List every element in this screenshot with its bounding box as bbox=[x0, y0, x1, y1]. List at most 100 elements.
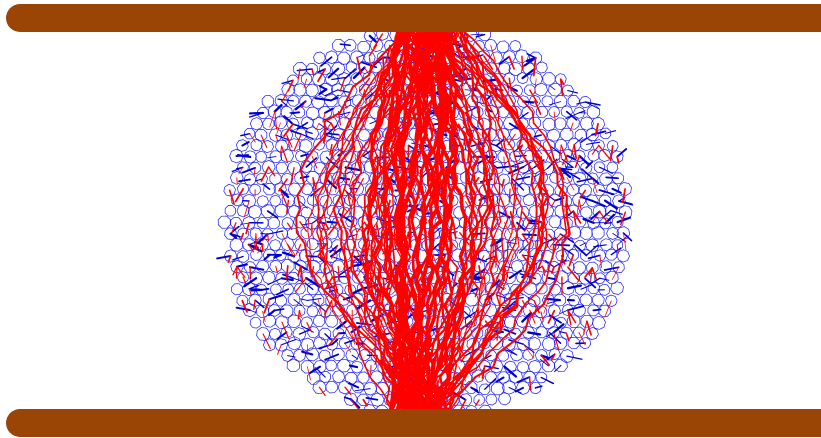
tensile-contact bbox=[255, 300, 264, 307]
tensile-contact bbox=[617, 149, 626, 157]
tensile-contact bbox=[290, 112, 299, 113]
force-chain-segment bbox=[617, 245, 618, 254]
particle bbox=[314, 52, 326, 64]
tensile-contact bbox=[352, 355, 358, 359]
force-chain-segment bbox=[312, 223, 313, 240]
particle bbox=[490, 337, 503, 350]
force-chain-segment bbox=[566, 333, 569, 341]
particle bbox=[250, 317, 261, 328]
tensile-contact bbox=[560, 310, 567, 313]
force-chain-segment bbox=[541, 312, 543, 321]
particle bbox=[599, 149, 611, 161]
particle bbox=[287, 359, 300, 372]
bottom-platen bbox=[6, 409, 821, 437]
tensile-contact bbox=[299, 330, 310, 335]
particle bbox=[326, 381, 338, 393]
particle bbox=[275, 204, 288, 217]
force-chain-segment bbox=[574, 145, 576, 159]
particle bbox=[485, 372, 496, 383]
force-chain-segment bbox=[496, 256, 497, 267]
tensile-contact bbox=[321, 57, 332, 66]
particle bbox=[549, 172, 561, 184]
tensile-contact bbox=[354, 289, 364, 293]
force-chain-segment bbox=[282, 234, 290, 250]
tensile-contact bbox=[268, 211, 278, 218]
tensile-contact bbox=[237, 264, 247, 266]
tensile-contact bbox=[471, 34, 483, 35]
tensile-contact bbox=[217, 256, 231, 258]
tensile-contact bbox=[319, 344, 332, 348]
particle bbox=[268, 217, 280, 229]
force-chain-segment bbox=[329, 223, 338, 235]
particle bbox=[580, 227, 593, 240]
particle bbox=[554, 118, 566, 130]
particle bbox=[586, 328, 598, 340]
tensile-contact bbox=[568, 306, 583, 310]
tensile-contact bbox=[329, 69, 339, 78]
particle bbox=[549, 216, 561, 228]
tensile-contact bbox=[265, 255, 270, 259]
force-chain-segment bbox=[451, 245, 452, 252]
tensile-contact bbox=[600, 278, 609, 280]
tensile-contact bbox=[325, 354, 338, 359]
tensile-contact bbox=[599, 190, 613, 194]
force-chain-segment bbox=[254, 300, 255, 309]
force-chain-segment bbox=[363, 400, 367, 406]
particle bbox=[536, 62, 547, 73]
tensile-contact bbox=[307, 256, 318, 257]
tensile-contact bbox=[308, 299, 321, 301]
particle bbox=[248, 205, 261, 218]
particle bbox=[346, 62, 357, 72]
force-chain-segment bbox=[509, 78, 511, 91]
force-chain-segment bbox=[312, 69, 314, 75]
particle bbox=[270, 240, 281, 251]
force-chain-segment bbox=[281, 146, 282, 152]
tensile-contact bbox=[239, 180, 250, 182]
particle bbox=[528, 337, 541, 350]
particle bbox=[588, 150, 599, 161]
particle bbox=[257, 196, 269, 208]
tensile-contact bbox=[593, 310, 600, 311]
tensile-contact bbox=[243, 168, 255, 173]
tensile-contact bbox=[510, 167, 518, 168]
particle bbox=[251, 139, 262, 150]
particle bbox=[490, 360, 503, 373]
particle bbox=[294, 283, 305, 294]
particle bbox=[288, 337, 301, 350]
tensile-contact bbox=[294, 300, 302, 306]
particle bbox=[337, 227, 350, 240]
force-chain-segment bbox=[342, 79, 344, 85]
force-chain-segment bbox=[414, 179, 415, 185]
tensile-contact bbox=[363, 156, 369, 159]
particle bbox=[486, 394, 497, 405]
particle bbox=[332, 39, 345, 52]
particle bbox=[270, 173, 281, 184]
tensile-contact bbox=[241, 134, 250, 136]
particle bbox=[218, 216, 230, 228]
particle bbox=[307, 306, 318, 317]
force-chain-segment bbox=[502, 180, 504, 187]
tensile-contact bbox=[613, 189, 621, 193]
particle bbox=[232, 284, 243, 295]
tensile-contact bbox=[592, 131, 605, 134]
particle bbox=[281, 305, 293, 317]
tensile-contact bbox=[250, 267, 263, 270]
tensile-contact bbox=[328, 222, 338, 223]
particle bbox=[499, 393, 511, 405]
force-chain-segment bbox=[567, 178, 574, 190]
force-chain-segment bbox=[370, 58, 371, 69]
tensile-contact bbox=[549, 278, 555, 279]
particle bbox=[358, 372, 369, 383]
tensile-contact bbox=[268, 157, 276, 158]
tensile-contact bbox=[606, 177, 618, 178]
force-chain-segment bbox=[445, 35, 446, 42]
force-chain-segment bbox=[276, 266, 278, 272]
force-chain-segment bbox=[291, 168, 295, 185]
force-chain-segment bbox=[250, 267, 251, 278]
particle bbox=[338, 359, 351, 372]
force-chain-segment bbox=[301, 266, 303, 282]
tensile-contact bbox=[490, 144, 496, 146]
particle bbox=[301, 228, 312, 239]
tensile-contact bbox=[567, 356, 582, 359]
force-chain-segment bbox=[552, 267, 554, 273]
